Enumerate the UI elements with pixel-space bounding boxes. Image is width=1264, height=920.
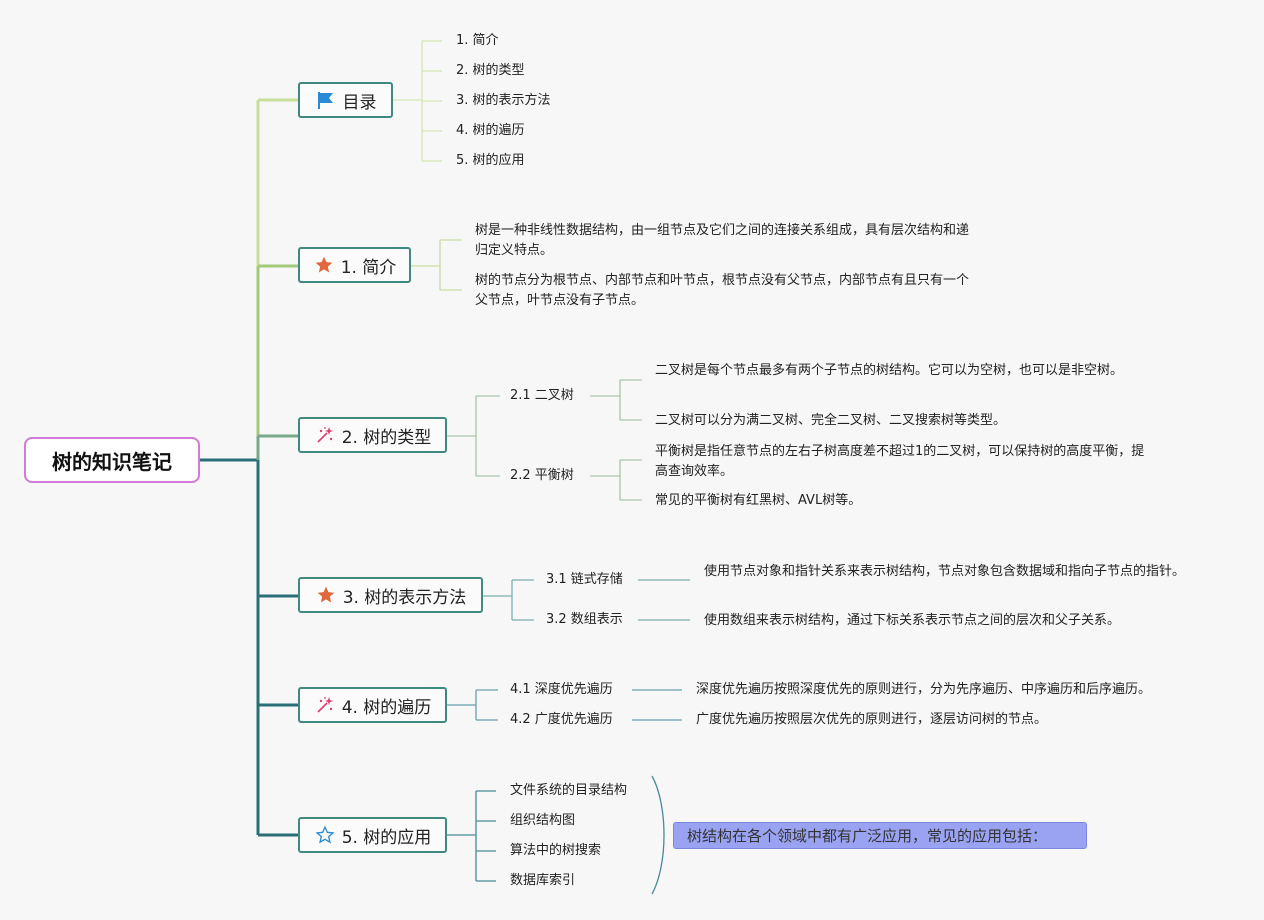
intro-note[interactable]: 树是一种非线性数据结构，由一组节点及它们之间的连接关系组成，具有层次结构和递归定… [475, 223, 970, 258]
dfs-note[interactable]: 深度优先遍历按照深度优先的原则进行，分为先序遍历、中序遍历和后序遍历。 [696, 682, 1152, 697]
branch-applications-label: 5. 树的应用 [341, 827, 432, 848]
app-item[interactable]: 算法中的树搜索 [510, 843, 602, 858]
applications-summary-text: 树结构在各个领域中都有广泛应用，常见的应用包括： [687, 827, 1048, 845]
repr-sub-linked[interactable]: 3.1 链式存储 [546, 572, 623, 587]
sparkle-icon [314, 424, 336, 446]
branch-intro-label: 1. 简介 [340, 257, 397, 278]
app-item[interactable]: 数据库索引 [510, 873, 576, 888]
array-note[interactable]: 使用数组来表示树结构，通过下标关系表示节点之间的层次和父子关系。 [704, 613, 1121, 628]
star-outline-icon [314, 824, 336, 846]
root-title: 树的知识笔记 [52, 449, 172, 474]
binary-note[interactable]: 二叉树是每个节点最多有两个子节点的树结构。它可以为空树，也可以是非空树。 [655, 363, 1124, 378]
intro-note[interactable]: 树的节点分为根节点、内部节点和叶节点，根节点没有父节点，内部节点有且只有一个父节… [475, 273, 970, 308]
branch-intro[interactable]: 1. 简介 [298, 247, 411, 283]
branch-traversal[interactable]: 4. 树的遍历 [298, 687, 447, 723]
toc-item[interactable]: 5. 树的应用 [456, 153, 525, 168]
branch-types-label: 2. 树的类型 [341, 427, 432, 448]
branch-types[interactable]: 2. 树的类型 [298, 417, 447, 453]
binary-note[interactable]: 二叉树可以分为满二叉树、完全二叉树、二叉搜索树等类型。 [655, 413, 1007, 428]
app-item[interactable]: 组织结构图 [510, 813, 576, 828]
flag-icon [315, 89, 337, 111]
traversal-sub-bfs[interactable]: 4.2 广度优先遍历 [510, 712, 613, 727]
toc-item[interactable]: 4. 树的遍历 [456, 123, 525, 138]
balanced-note[interactable]: 平衡树是指任意节点的左右子树高度差不超过1的二叉树，可以保持树的高度平衡，提高查… [655, 444, 1145, 479]
branch-toc[interactable]: 目录 [298, 82, 393, 118]
branch-representation[interactable]: 3. 树的表示方法 [298, 577, 483, 613]
toc-item[interactable]: 3. 树的表示方法 [456, 93, 551, 108]
branch-toc-label: 目录 [342, 92, 377, 113]
star-filled-icon [315, 584, 337, 606]
app-item[interactable]: 文件系统的目录结构 [510, 783, 628, 798]
star-filled-icon [313, 254, 335, 276]
bfs-note[interactable]: 广度优先遍历按照层次优先的原则进行，逐层访问树的节点。 [696, 712, 1048, 727]
repr-sub-array[interactable]: 3.2 数组表示 [546, 612, 623, 627]
balanced-note[interactable]: 常见的平衡树有红黑树、AVL树等。 [655, 493, 862, 508]
types-sub-balanced[interactable]: 2.2 平衡树 [510, 468, 574, 483]
traversal-sub-dfs[interactable]: 4.1 深度优先遍历 [510, 682, 613, 697]
toc-item[interactable]: 2. 树的类型 [456, 63, 525, 78]
toc-item[interactable]: 1. 简介 [456, 33, 499, 48]
branch-applications[interactable]: 5. 树的应用 [298, 817, 447, 853]
branch-traversal-label: 4. 树的遍历 [341, 697, 432, 718]
linked-note[interactable]: 使用节点对象和指针关系来表示树结构，节点对象包含数据域和指向子节点的指针。 [704, 564, 1186, 579]
sparkle-icon [314, 694, 336, 716]
root-topic[interactable]: 树的知识笔记 [24, 437, 200, 483]
branch-representation-label: 3. 树的表示方法 [342, 587, 467, 608]
types-sub-binary[interactable]: 2.1 二叉树 [510, 388, 574, 403]
applications-summary[interactable]: 树结构在各个领域中都有广泛应用，常见的应用包括： [673, 822, 1087, 849]
